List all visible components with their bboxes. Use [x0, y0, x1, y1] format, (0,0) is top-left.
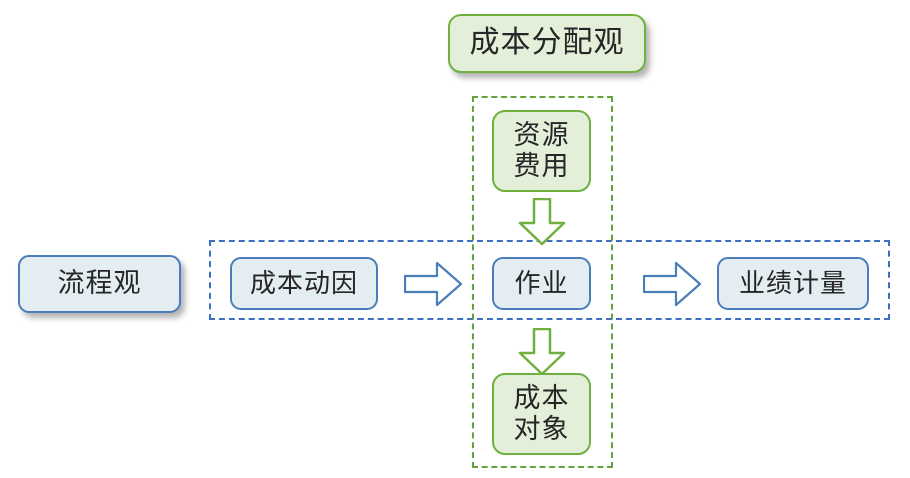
node-cost-driver[interactable]: 成本动因 — [230, 257, 378, 310]
cost-allocation-dashed-container — [472, 96, 613, 468]
arrow-resource-to-activity-icon — [517, 198, 567, 246]
node-process-view[interactable]: 流程观 — [18, 255, 181, 313]
arrow-cost-driver-to-activity-icon — [404, 261, 464, 307]
arrow-activity-to-performance-icon — [643, 261, 703, 307]
node-performance-measurement[interactable]: 业绩计量 — [717, 257, 869, 310]
node-activity[interactable]: 作业 — [492, 257, 591, 310]
title-box-cost-allocation-view[interactable]: 成本分配观 — [448, 14, 646, 73]
node-cost-object[interactable]: 成本 对象 — [492, 373, 591, 455]
arrow-activity-to-cost-object-icon — [517, 328, 567, 376]
process-view-dashed-container — [209, 240, 890, 320]
node-resource-cost[interactable]: 资源 费用 — [492, 110, 591, 192]
